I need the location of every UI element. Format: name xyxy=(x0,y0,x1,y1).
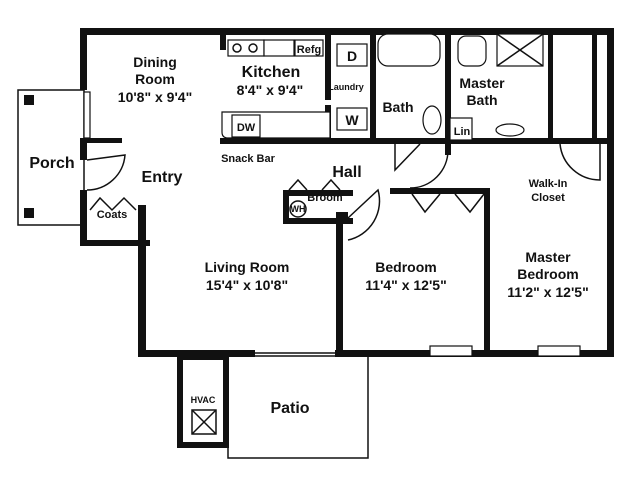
bath-label: Bath xyxy=(382,99,413,115)
hvac-unit xyxy=(177,356,229,448)
washer xyxy=(336,107,368,131)
water-heater xyxy=(289,200,307,218)
bedroom-label: Bedroom xyxy=(375,259,436,275)
coats-label: Coats xyxy=(97,209,128,221)
kitchen-label: Kitchen xyxy=(242,64,301,81)
dining-room-label: Dining xyxy=(133,54,177,70)
porch-post xyxy=(24,95,34,105)
dishwasher xyxy=(231,114,261,138)
linen-closet xyxy=(449,117,473,141)
dining-room-size: 10'8" x 9'4" xyxy=(118,89,192,105)
washer-label: W xyxy=(345,112,359,128)
master-bath-door[interactable] xyxy=(409,149,449,189)
master-bedroom-size: 11'2" x 12'5" xyxy=(507,284,588,300)
dryer-label: D xyxy=(347,48,357,64)
master-bath-label: Master xyxy=(459,75,505,91)
window xyxy=(429,345,473,357)
porch-post xyxy=(24,208,34,218)
master-bedroom-label: Master xyxy=(525,249,571,265)
dining-room-label: Room xyxy=(135,71,175,87)
water-heater-label: WH xyxy=(291,204,306,214)
bath-door[interactable] xyxy=(394,143,421,172)
broom-label: Broom xyxy=(307,192,343,204)
kitchen-size: 8'4" x 9'4" xyxy=(237,82,304,98)
dishwasher-label: DW xyxy=(237,122,256,134)
broom-closet-doors[interactable] xyxy=(288,178,341,191)
porch-label: Porch xyxy=(29,155,74,172)
dryer xyxy=(336,43,368,67)
window xyxy=(83,91,91,139)
linen-label: Lin xyxy=(454,126,471,138)
entry-door[interactable] xyxy=(86,154,126,191)
sink xyxy=(263,39,295,57)
snack-bar-label: Snack Bar xyxy=(221,153,276,165)
living-room-size: 15'4" x 10'8" xyxy=(206,277,288,293)
window xyxy=(537,345,581,357)
master-bedroom-label: Bedroom xyxy=(517,266,578,282)
closet-doors[interactable] xyxy=(411,193,485,214)
refrigerator xyxy=(294,39,324,57)
closet-door[interactable] xyxy=(559,143,601,181)
bedroom-door[interactable] xyxy=(347,188,381,241)
walk-in-closet-label: Closet xyxy=(531,192,565,204)
toilet xyxy=(457,35,487,67)
bedroom-size: 11'4" x 12'5" xyxy=(365,277,446,293)
hvac-label: HVAC xyxy=(191,395,216,405)
entry-label: Entry xyxy=(142,169,183,186)
sink xyxy=(422,105,442,135)
bathtub xyxy=(377,33,441,67)
coat-closet-doors[interactable] xyxy=(89,196,137,212)
laundry-label: Laundry xyxy=(328,82,364,92)
living-room-label: Living Room xyxy=(205,259,290,275)
refrigerator-label: Refg xyxy=(297,44,321,56)
master-bath-label: Bath xyxy=(466,92,497,108)
sink xyxy=(495,123,525,137)
hall-label: Hall xyxy=(332,164,361,181)
patio-label: Patio xyxy=(270,400,309,417)
walk-in-closet-label: Walk-In xyxy=(529,178,568,190)
